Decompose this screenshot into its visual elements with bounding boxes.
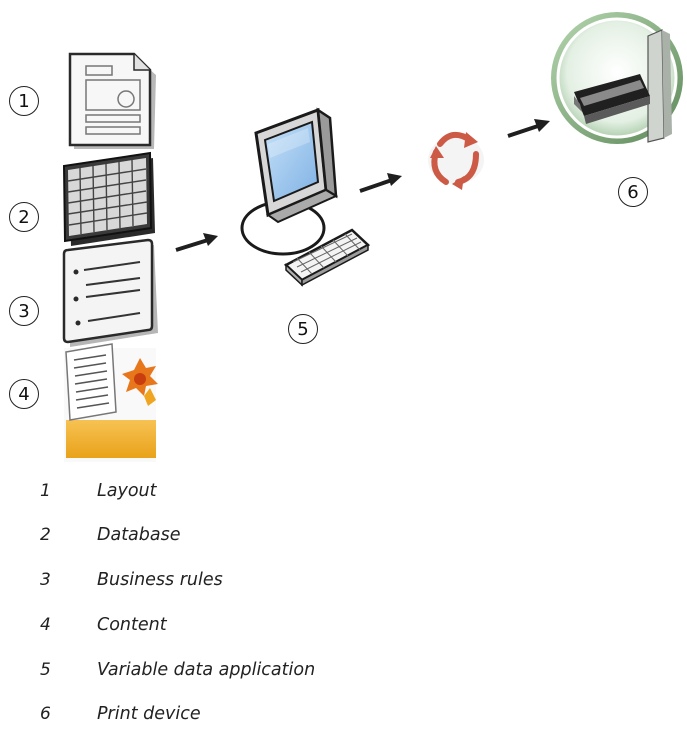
callout-1: 1 <box>9 86 39 116</box>
legend-number: 4 <box>40 615 51 635</box>
legend: 1 Layout 2 Database 3 Business rules 4 C… <box>0 470 687 725</box>
legend-item: 6 Print device <box>0 704 687 734</box>
workflow-diagram: 1 2 3 4 5 6 <box>9 12 683 462</box>
processing-cycle-icon <box>428 131 484 190</box>
legend-number: 3 <box>40 570 51 590</box>
legend-number: 1 <box>40 481 51 501</box>
keyboard-icon <box>283 228 371 287</box>
legend-number: 5 <box>40 660 51 680</box>
business-rules-list-icon <box>62 238 158 347</box>
legend-label: Content <box>97 615 167 635</box>
legend-label: Business rules <box>97 570 223 590</box>
flow-arrow-3 <box>507 119 550 138</box>
legend-label: Database <box>97 525 181 545</box>
content-pages-icon <box>64 343 158 462</box>
legend-number: 6 <box>40 704 51 724</box>
layout-document-icon <box>68 52 156 149</box>
callout-4: 4 <box>9 379 39 409</box>
legend-item: 3 Business rules <box>0 570 687 600</box>
legend-item: 1 Layout <box>0 481 687 511</box>
callout-3: 3 <box>9 296 39 326</box>
legend-number: 2 <box>40 525 51 545</box>
callout-2: 2 <box>9 202 39 232</box>
flow-arrow-1 <box>175 233 218 252</box>
flower-graphic <box>122 358 158 406</box>
legend-item: 5 Variable data application <box>0 660 687 690</box>
print-device-icon <box>551 12 683 144</box>
legend-item: 4 Content <box>0 615 687 645</box>
database-grid-icon <box>62 151 155 246</box>
computer-monitor-icon <box>240 107 339 256</box>
legend-label: Variable data application <box>97 660 316 680</box>
legend-item: 2 Database <box>0 525 687 555</box>
callout-6: 6 <box>618 177 648 207</box>
legend-label: Print device <box>97 704 201 724</box>
diagram-canvas <box>62 12 683 462</box>
legend-label: Layout <box>97 481 157 501</box>
callout-5: 5 <box>288 314 318 344</box>
flow-arrow-2 <box>359 173 402 193</box>
